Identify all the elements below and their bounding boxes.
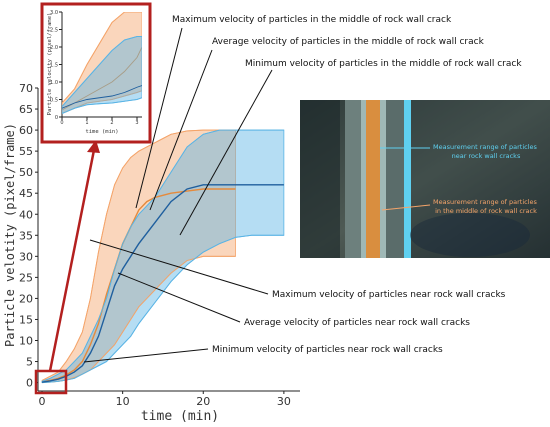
y-tick-label: 40 <box>19 208 33 221</box>
y-tick-label: 10 <box>19 335 33 348</box>
line-middle-max <box>41 129 236 381</box>
inset-ticks: 0 1 2 3 0 0.5 1.0 1.5 2.0 2.5 3.0 <box>50 10 139 126</box>
inset-y-tick-label: 1.0 <box>50 80 58 86</box>
zoom-arrow <box>48 149 96 372</box>
x-tick-label: 30 <box>277 395 291 408</box>
y-tick-label: 5 <box>26 356 33 369</box>
y-tick-label: 70 <box>19 82 33 95</box>
x-tick-label: 10 <box>116 395 130 408</box>
inset-y-label: Particle velocity (pixel/frame) <box>47 13 53 116</box>
x-tick-label: 20 <box>196 395 210 408</box>
inset-y-tick-label: 0 <box>55 115 58 121</box>
inset-bands <box>62 12 142 114</box>
leader-middle-max <box>135 27 183 209</box>
anno-near-avg: Average velocity of particles near rock … <box>244 318 470 328</box>
y-tick-label: 30 <box>19 250 33 263</box>
inset-x-tick-label: 3 <box>135 120 138 126</box>
inset-line-near-max <box>62 36 142 107</box>
y-tick-label: 65 <box>19 103 33 116</box>
line-near-min <box>42 234 284 384</box>
inset-y-tick-label: 2.0 <box>50 45 58 51</box>
leader-middle-min <box>179 69 273 236</box>
inset-line-middle-average <box>62 46 142 111</box>
y-tick-label: 20 <box>19 292 33 305</box>
inset-x-tick-label: 1 <box>85 120 88 126</box>
crack-photo <box>300 100 550 258</box>
anno-middle-max: Maximum velocity of particles in the mid… <box>172 15 452 25</box>
leader-lines <box>83 27 273 363</box>
inset-line-near-average <box>62 85 142 109</box>
inset-line-near-min <box>62 97 142 114</box>
anno-near-max: Maximum velocity of particles near rock … <box>272 290 506 300</box>
inset-frame <box>40 2 152 144</box>
inset-y-tick-label: 1.5 <box>50 63 58 69</box>
lines-layer <box>41 129 284 384</box>
x-tick-label: 0 <box>39 395 46 408</box>
photo-label-near: Measurement range of particles near rock… <box>433 143 539 160</box>
y-tick-label: 50 <box>19 166 33 179</box>
y-tick-label: 0 <box>26 377 33 390</box>
leader-middle-avg <box>149 49 213 211</box>
anno-near-min: Minimum velocity of particles near rock … <box>212 345 443 355</box>
photo-label-middle: Measurement range of particles in the mi… <box>433 198 539 215</box>
inset-x-label: time (min) <box>85 129 118 135</box>
inset-y-tick-label: 3.0 <box>50 10 58 16</box>
leader-near-min <box>83 348 209 363</box>
y-tick-label: 55 <box>19 145 33 158</box>
y-axis-label: Particle velotity (pixel/frame) <box>3 123 17 347</box>
y-tick-label: 25 <box>19 271 33 284</box>
y-tick-label: 45 <box>19 187 33 200</box>
inset-y-tick-label: 2.5 <box>50 28 58 34</box>
leader-near-avg <box>117 272 241 323</box>
inset-x-tick-label: 0 <box>60 120 63 126</box>
anno-middle-avg: Average velocity of particles in the mid… <box>212 37 485 47</box>
inset-line-middle-max <box>62 12 142 104</box>
y-tick-label: 60 <box>19 124 33 137</box>
inset-y-tick-label: 0.5 <box>50 98 58 104</box>
x-axis-label: time (min) <box>141 409 219 424</box>
y-tick-label: 15 <box>19 313 33 326</box>
inset-x-tick-label: 2 <box>110 120 113 126</box>
line-near-average <box>41 184 284 383</box>
leader-near-max <box>89 239 269 295</box>
anno-middle-min: Minimum velocity of particles in the mid… <box>245 59 522 69</box>
line-near-max <box>41 129 284 382</box>
y-tick-label: 35 <box>19 229 33 242</box>
